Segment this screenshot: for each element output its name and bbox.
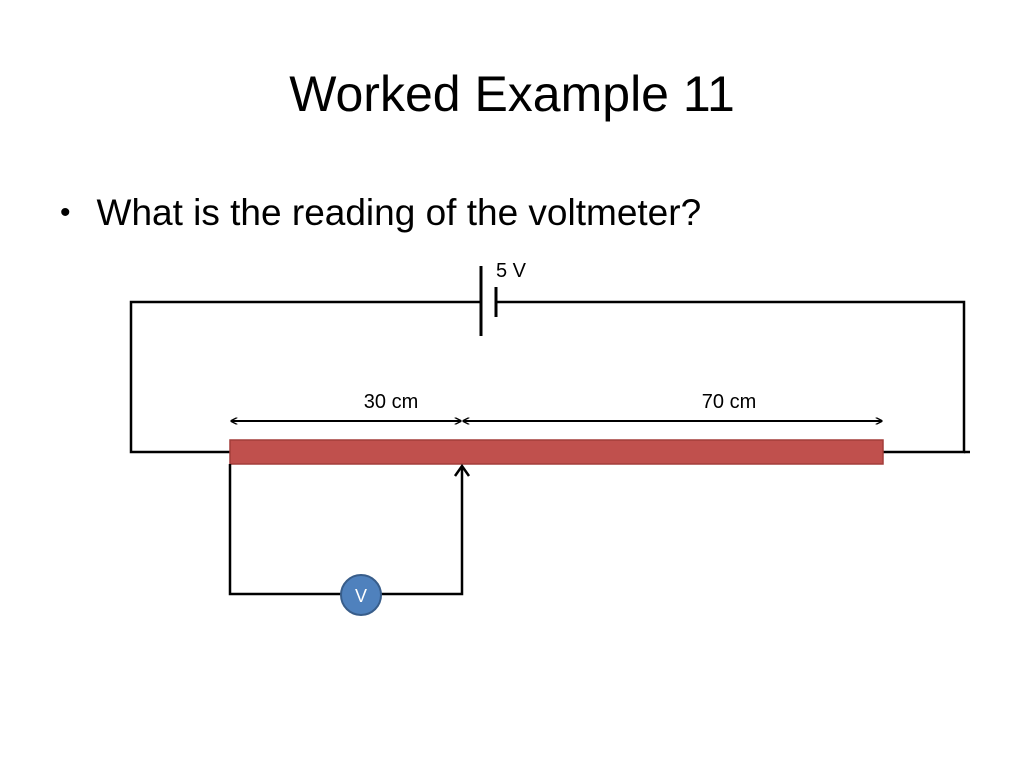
battery-icon bbox=[479, 266, 498, 336]
circuit-loop-wire-right bbox=[496, 300, 966, 454]
sliding-contact-arrow-icon bbox=[453, 463, 471, 477]
resistance-wire bbox=[229, 439, 884, 465]
circuit-loop-wire bbox=[129, 300, 481, 454]
left-length-label: 30 cm bbox=[364, 391, 418, 413]
bullet-dot-icon: • bbox=[60, 196, 71, 229]
voltmeter-branch-wire bbox=[228, 464, 464, 596]
bullet-item: • What is the reading of the voltmeter? bbox=[60, 188, 701, 238]
voltmeter-icon bbox=[340, 574, 382, 616]
bullet-text: What is the reading of the voltmeter? bbox=[96, 192, 702, 233]
slide-title: Worked Example 11 bbox=[289, 66, 735, 122]
battery-label: 5 V bbox=[496, 260, 527, 282]
voltmeter-label: V bbox=[355, 586, 367, 606]
right-length-label: 70 cm bbox=[702, 391, 756, 413]
